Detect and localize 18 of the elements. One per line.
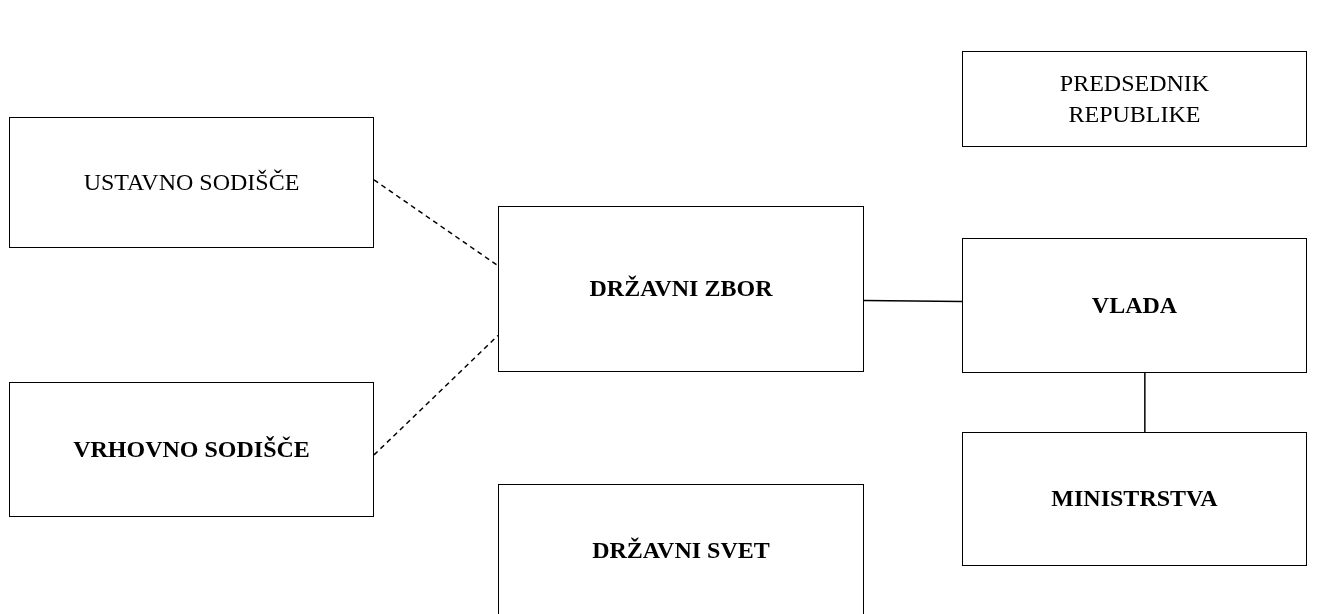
box-label: VRHOVNO SODIŠČE — [73, 434, 310, 464]
box-label: DRŽAVNI ZBOR — [589, 274, 773, 304]
org-box — [962, 432, 1307, 566]
box-label: PREDSEDNIK REPUBLIKE — [1058, 68, 1211, 129]
org-box — [9, 382, 374, 517]
dashed-connector — [373, 334, 499, 456]
box-label: MINISTRSTVA — [1051, 484, 1218, 514]
box-label: DRŽAVNI SVET — [592, 536, 770, 566]
org-box — [962, 238, 1307, 373]
connector-line — [1144, 372, 1146, 433]
box-label: VLADA — [1091, 290, 1178, 320]
org-box — [9, 117, 374, 248]
org-box — [498, 484, 864, 614]
connector-line — [863, 299, 963, 303]
box-label: USTAVNO SODIŠČE — [83, 167, 300, 197]
org-box — [962, 51, 1307, 147]
org-box — [498, 206, 864, 372]
dashed-connector — [373, 179, 499, 267]
